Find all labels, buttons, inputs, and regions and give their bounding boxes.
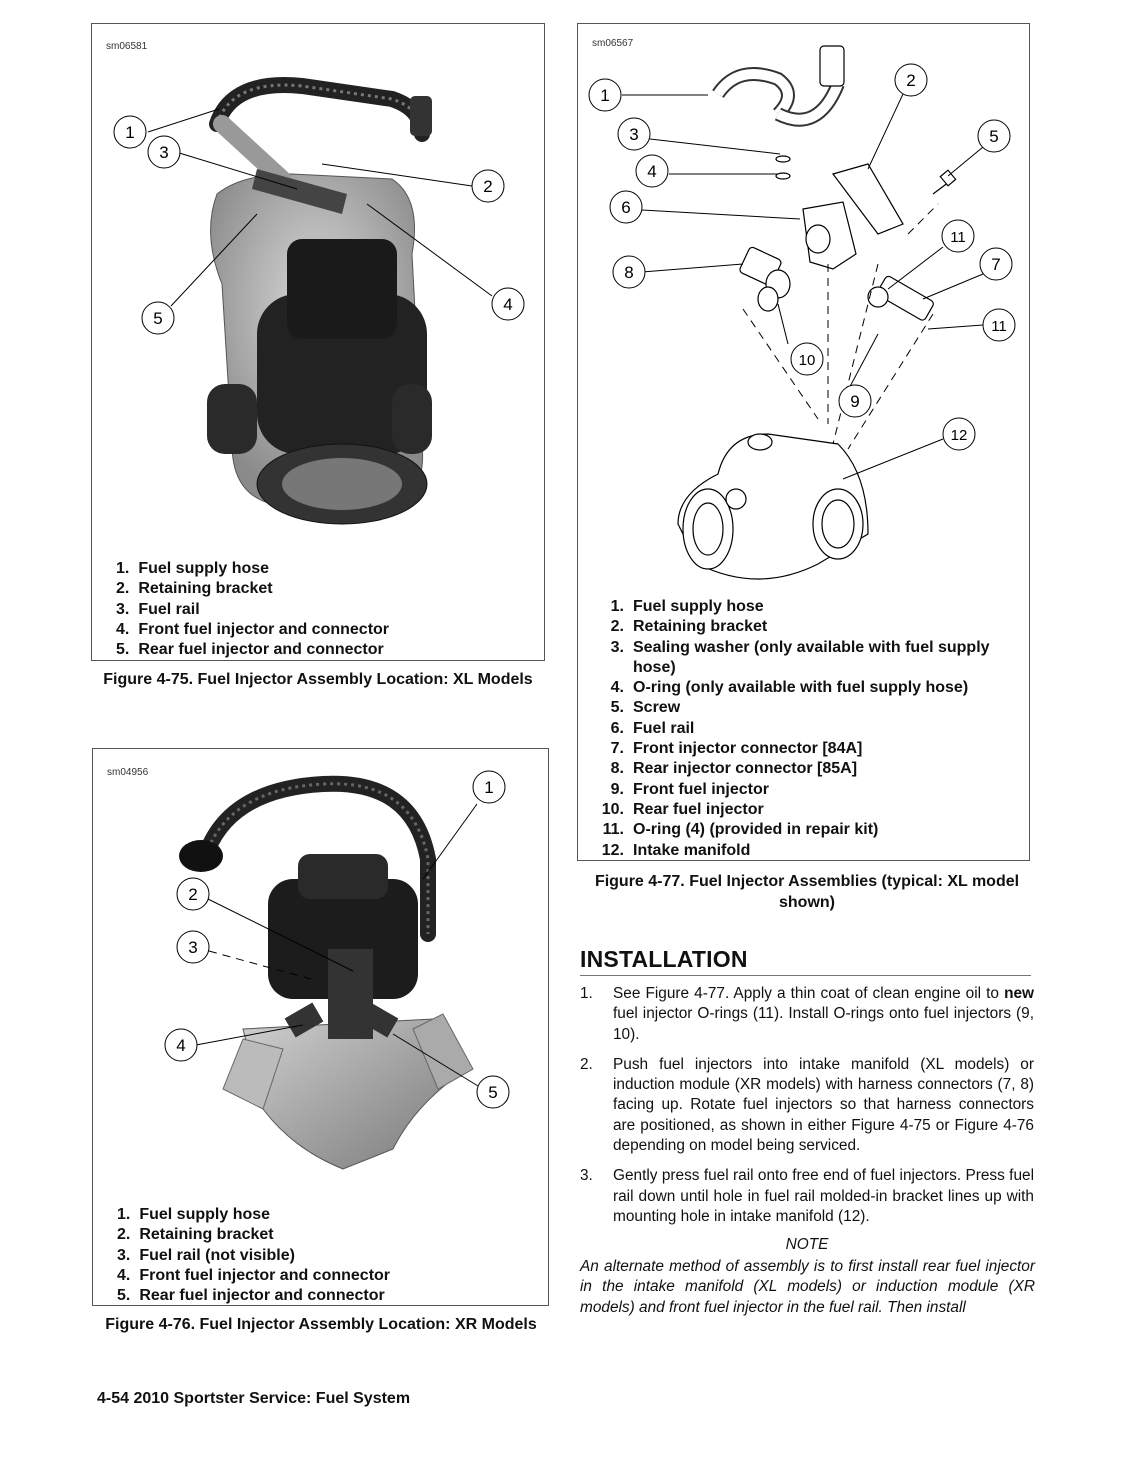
figure-77-legend: 1.Fuel supply hose 2.Retaining bracket 3… (600, 597, 1010, 861)
fig77-callout-12: 12 (951, 427, 968, 444)
fig77-callout-10: 10 (799, 352, 816, 369)
legend-item: 5.Rear fuel injector and connector (117, 1287, 385, 1305)
fig77-callout-7: 7 (991, 255, 1000, 274)
legend-item: 7.Front injector connector [84A] (610, 740, 863, 758)
installation-steps: 1. See Figure 4-77. Apply a thin coat of… (580, 984, 1034, 1237)
figure-76-legend: 1.Fuel supply hose 2.Retaining bracket 3… (117, 1205, 390, 1306)
figure-75-caption: Figure 4-75. Fuel Injector Assembly Loca… (103, 671, 533, 688)
page-footer: 4-54 2010 Sportster Service: Fuel System (97, 1390, 411, 1407)
fig77-callout-5: 5 (989, 127, 998, 146)
legend-item: 4.Front fuel injector and connector (117, 1266, 391, 1284)
legend-item: 2.Retaining bracket (117, 1226, 274, 1244)
fig75-callout-2: 2 (483, 177, 492, 196)
figure-75-photo: 1 3 2 4 5 (113, 77, 525, 525)
figure-77-box: sm06567 (577, 23, 1030, 861)
figure-76-box: sm04956 (92, 748, 549, 1306)
fig77-callout-6: 6 (621, 198, 630, 217)
legend-item: 1.Fuel supply hose (117, 1206, 271, 1223)
fig77-callout-4: 4 (647, 162, 656, 181)
legend-item: 2.Retaining bracket (116, 580, 273, 598)
fig76-callout-3: 3 (188, 938, 197, 957)
fig77-callout-1: 1 (600, 86, 609, 105)
note-heading: NOTE (785, 1236, 829, 1253)
legend-item: 6.Fuel rail (610, 719, 695, 737)
fig77-callout-11a: 11 (950, 229, 966, 246)
fig77-callout-11b: 11 (991, 318, 1007, 335)
figure-77-caption: Figure 4-77. Fuel Injector Assemblies (t… (594, 873, 1020, 911)
step-item: 1. See Figure 4-77. Apply a thin coat of… (580, 985, 1034, 1043)
legend-item: 4.Front fuel injector and connector (116, 620, 390, 638)
fig75-callout-4: 4 (503, 295, 512, 314)
legend-item: 4.O-ring (only available with fuel suppl… (610, 679, 969, 697)
fig75-callout-5: 5 (153, 309, 162, 328)
figure-77-diagram: 1 2 3 4 5 6 7 8 9 10 11 11 12 (588, 45, 1016, 580)
legend-item: 5.Screw (610, 699, 681, 717)
installation-heading: INSTALLATION (580, 946, 1031, 976)
legend-item: 10.Rear fuel injector (601, 800, 764, 818)
legend-item: 3.Sealing washer (only available with fu… (610, 638, 990, 676)
figure-75-image-id: sm06581 (106, 41, 148, 52)
figure-75-legend: 1.Fuel supply hose 2.Retaining bracket 3… (116, 559, 389, 660)
fig77-callout-8: 8 (624, 263, 633, 282)
figure-77-image-id: sm06567 (592, 38, 634, 49)
legend-item: 8.Rear injector connector [85A] (610, 760, 858, 778)
step-item: 2. Push fuel injectors into intake manif… (580, 1055, 1034, 1155)
figure-76-photo: 1 2 3 4 5 (164, 770, 510, 1170)
legend-item: 1.Fuel supply hose (610, 598, 764, 615)
legend-item: 1.Fuel supply hose (116, 560, 270, 577)
figure-75-box: sm06581 (91, 23, 545, 661)
legend-item: 12.Intake manifold (601, 841, 751, 859)
fig75-callout-1: 1 (125, 123, 134, 142)
step-item: 3. Gently press fuel rail onto free end … (580, 1167, 1034, 1225)
fig76-callout-2: 2 (188, 885, 197, 904)
figure-76-caption: Figure 4-76. Fuel Injector Assembly Loca… (105, 1316, 537, 1333)
legend-item: 3.Fuel rail (116, 600, 200, 618)
legend-item: 5.Rear fuel injector and connector (116, 641, 384, 659)
fig77-callout-9: 9 (850, 392, 859, 411)
fig77-callout-3: 3 (629, 125, 638, 144)
legend-item: 3.Fuel rail (not visible) (117, 1246, 295, 1264)
note-text: An alternate method of assembly is to fi… (580, 1258, 1035, 1316)
fig77-callout-2: 2 (906, 71, 915, 90)
fig76-callout-4: 4 (176, 1036, 185, 1055)
fig76-callout-5: 5 (488, 1083, 497, 1102)
figure-76-image-id: sm04956 (107, 767, 149, 778)
legend-item: 11.O-ring (4) (provided in repair kit) (602, 821, 879, 839)
fig75-callout-3: 3 (159, 143, 168, 162)
fig76-callout-1: 1 (484, 778, 493, 797)
legend-item: 9.Front fuel injector (610, 780, 769, 798)
legend-item: 2.Retaining bracket (610, 618, 768, 636)
